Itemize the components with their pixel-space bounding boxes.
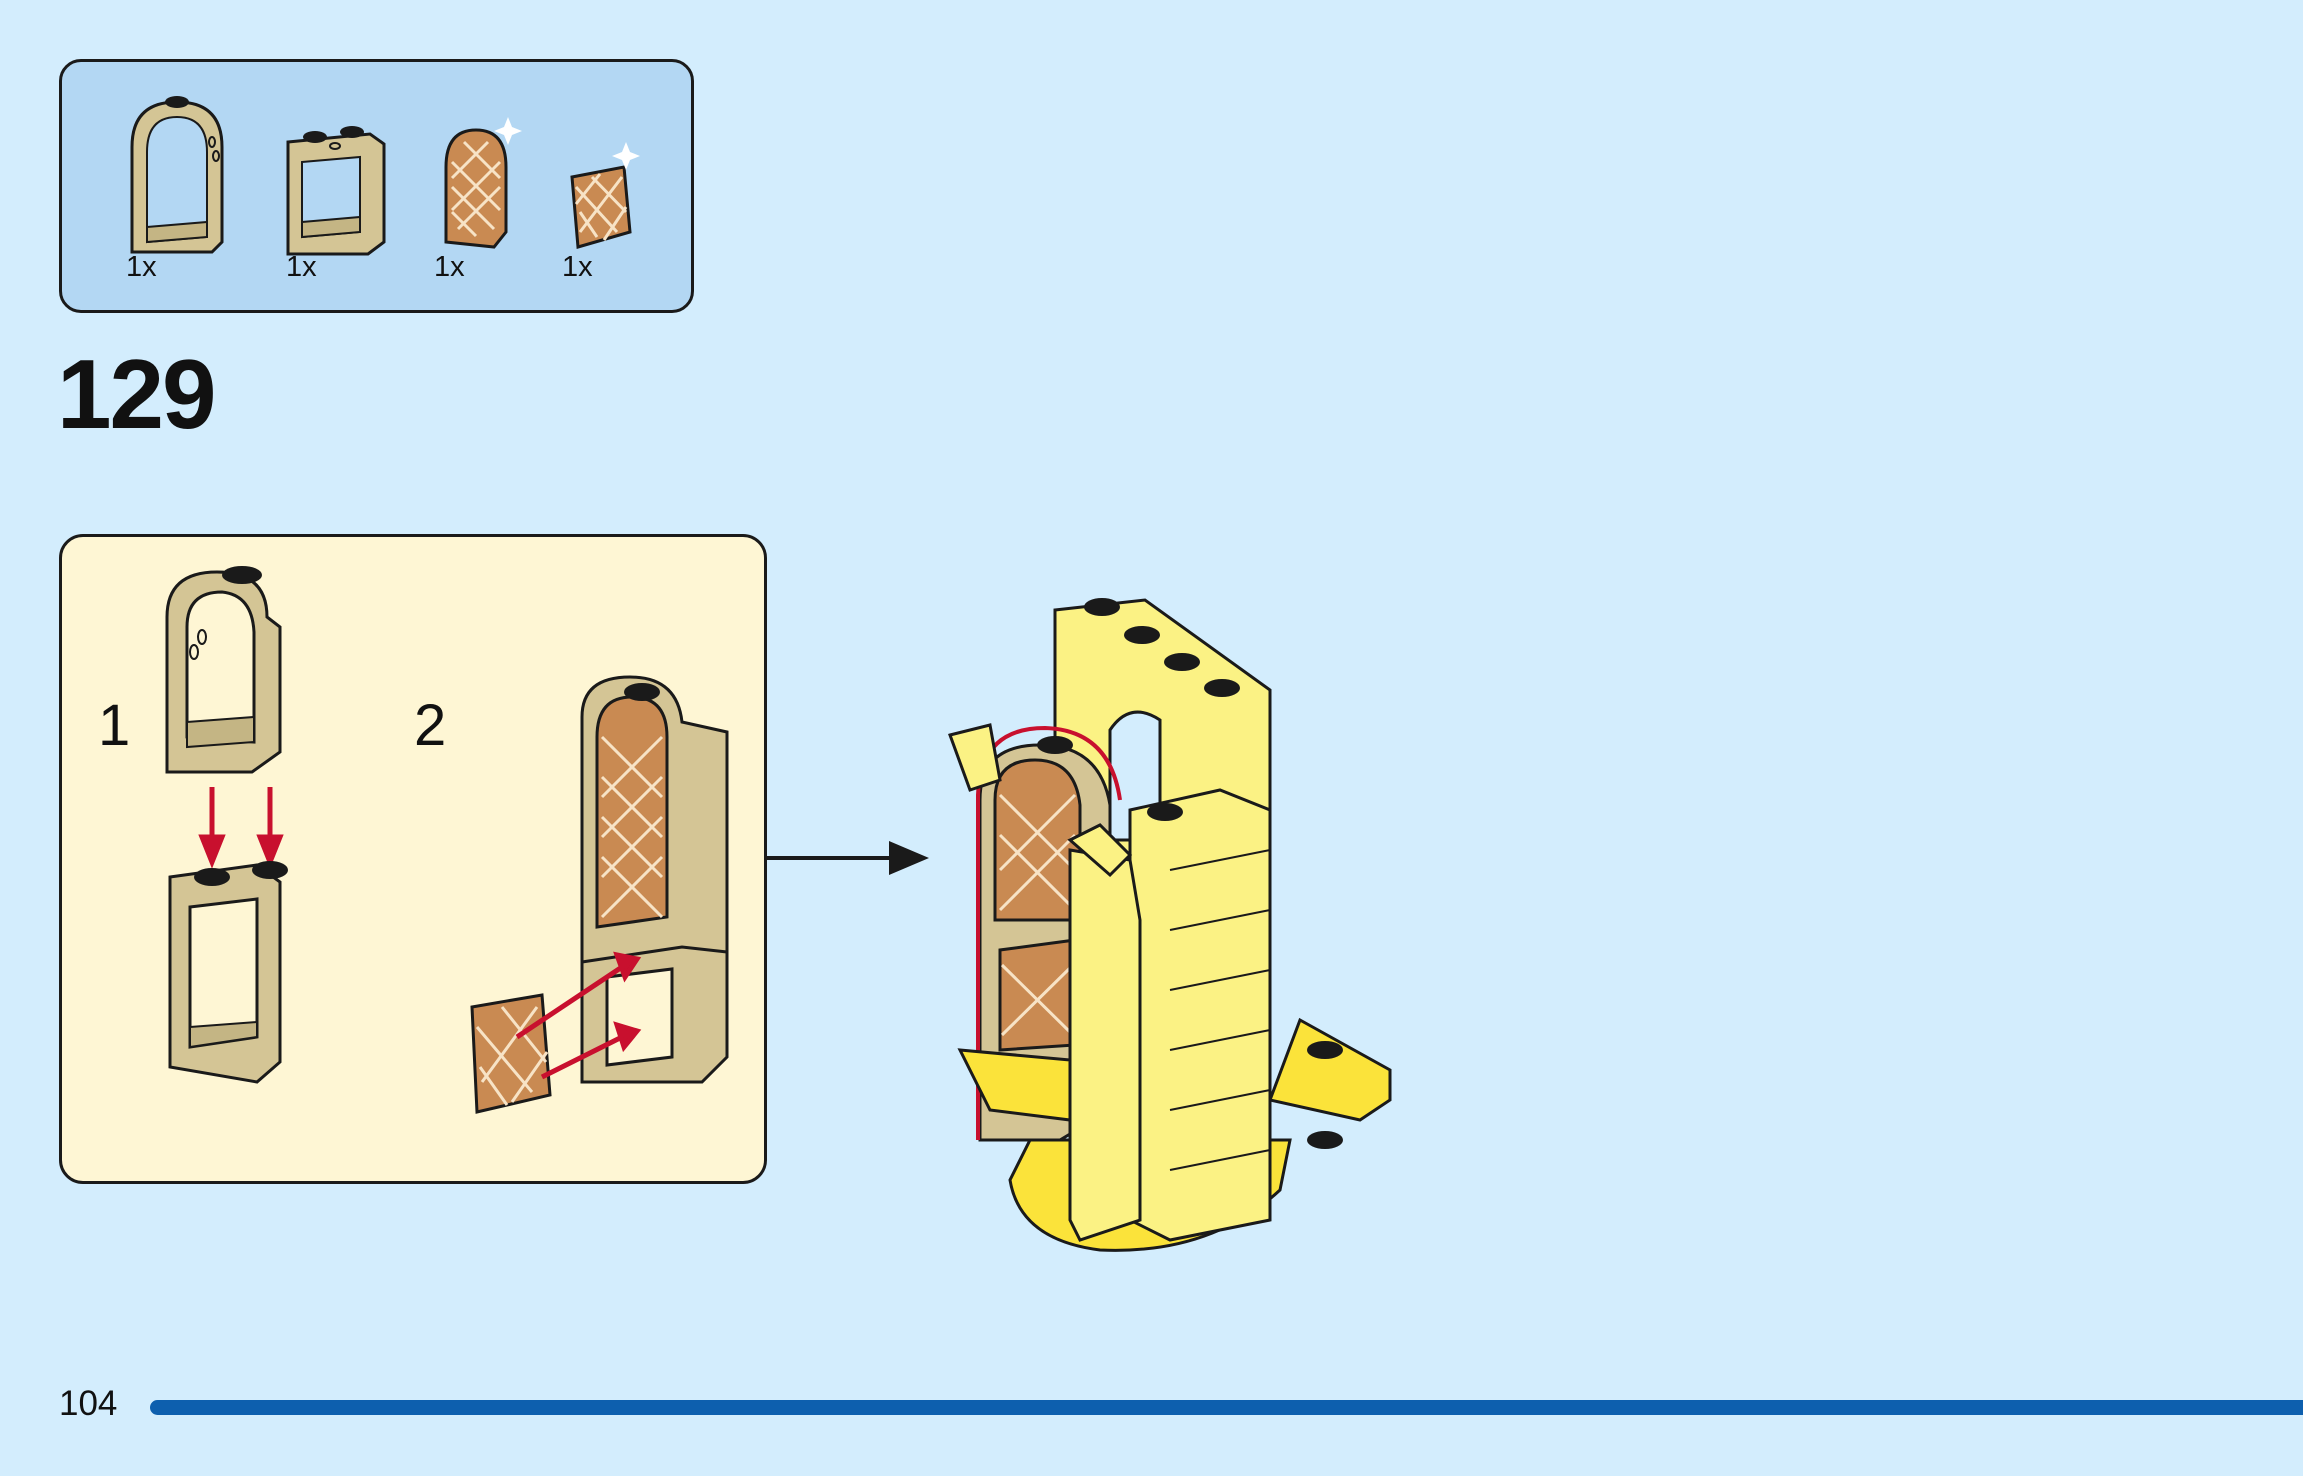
assembly-arrows — [198, 787, 284, 869]
step-number: 129 — [57, 339, 217, 449]
substep-number: 2 — [414, 693, 447, 758]
parts-list-item: 1x — [280, 92, 420, 312]
stacked-window-frames — [580, 675, 729, 1084]
parts-list-item: 1x — [434, 92, 574, 312]
part-quantity: 1x — [286, 251, 317, 283]
parts-list-item: 1x — [122, 92, 262, 312]
parts-list: 1x 1x — [59, 59, 694, 313]
sub-assembly-illustration — [165, 566, 729, 1114]
arched-lattice-pane-icon — [444, 117, 522, 249]
arched-window-frame-icon — [130, 96, 224, 254]
assembly-arrows — [515, 951, 642, 1080]
page-number: 104 — [59, 1384, 118, 1423]
part-quantity: 1x — [126, 251, 157, 283]
page-progress-bar — [150, 1400, 2303, 1415]
window-frame-icon — [286, 126, 386, 256]
part-quantity: 1x — [562, 251, 593, 283]
part-quantity: 1x — [434, 251, 465, 283]
substep-number: 1 — [98, 693, 131, 758]
callout-arrow-icon — [764, 841, 929, 875]
sub-assembly-callout: 1 2 — [59, 534, 767, 1184]
main-model-illustration — [948, 598, 1392, 1252]
square-lattice-pane-icon — [570, 142, 640, 249]
lattice-pane — [470, 993, 552, 1114]
parts-list-item: 1x — [562, 92, 702, 312]
arched-window-frame — [165, 566, 282, 774]
window-frame — [168, 861, 288, 1084]
